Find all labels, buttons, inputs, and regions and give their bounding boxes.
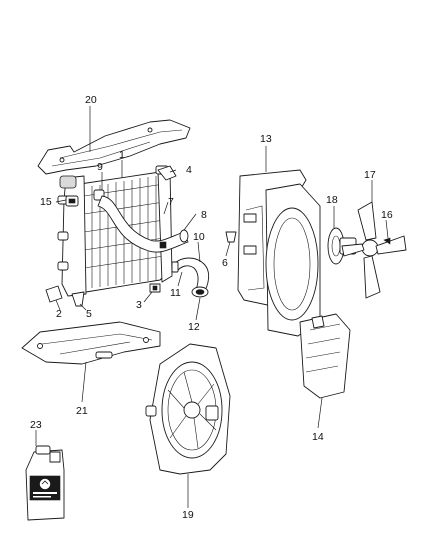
part-19-fan-module [145, 343, 231, 475]
part-1-radiator [57, 165, 173, 297]
callout-20: 20 [85, 94, 97, 106]
part-6-clip [225, 231, 237, 243]
callout-18: 18 [326, 194, 338, 206]
callout-8: 8 [201, 209, 207, 221]
part-5-isolator [71, 291, 85, 307]
callout-14: 14 [312, 431, 324, 443]
leader-lines [35, 106, 389, 508]
callout-15: 15 [40, 196, 52, 208]
callout-13: 13 [260, 133, 272, 145]
part-16-bolt [383, 237, 391, 245]
callout-11: 11 [170, 287, 181, 299]
callout-4: 4 [186, 164, 192, 176]
part-20-upper-support [37, 119, 191, 175]
part-21-splash-shield [21, 321, 161, 365]
part-3-bolt [149, 283, 161, 293]
part-4-bracket [157, 165, 177, 181]
callout-17: 17 [364, 169, 376, 181]
callout-12: 12 [188, 321, 200, 333]
callout-5: 5 [86, 308, 92, 320]
callout-labels: 20 1 9 4 15 7 8 10 6 11 3 2 5 12 13 17 1… [30, 94, 393, 521]
callout-2: 2 [56, 308, 62, 320]
callout-7: 7 [168, 196, 174, 208]
part-2-lower-bracket [45, 285, 63, 303]
callout-23: 23 [30, 419, 42, 431]
callout-16: 16 [381, 209, 393, 221]
callout-19: 19 [182, 509, 194, 521]
part-8-upper-hose [97, 195, 189, 253]
part-13-fan-shroud [237, 169, 321, 337]
part-14-side-deflector [299, 313, 351, 399]
part-12-lower-hose [171, 257, 210, 298]
callout-3: 3 [136, 299, 142, 311]
part-15-fitting [65, 195, 79, 207]
part-23-coolant-jug [25, 445, 65, 521]
callout-10: 10 [193, 231, 205, 243]
callout-1: 1 [119, 149, 125, 161]
callout-21: 21 [76, 405, 88, 417]
part-17-fan-blade [341, 201, 407, 299]
callout-9: 9 [97, 161, 103, 173]
callout-6: 6 [222, 257, 228, 269]
